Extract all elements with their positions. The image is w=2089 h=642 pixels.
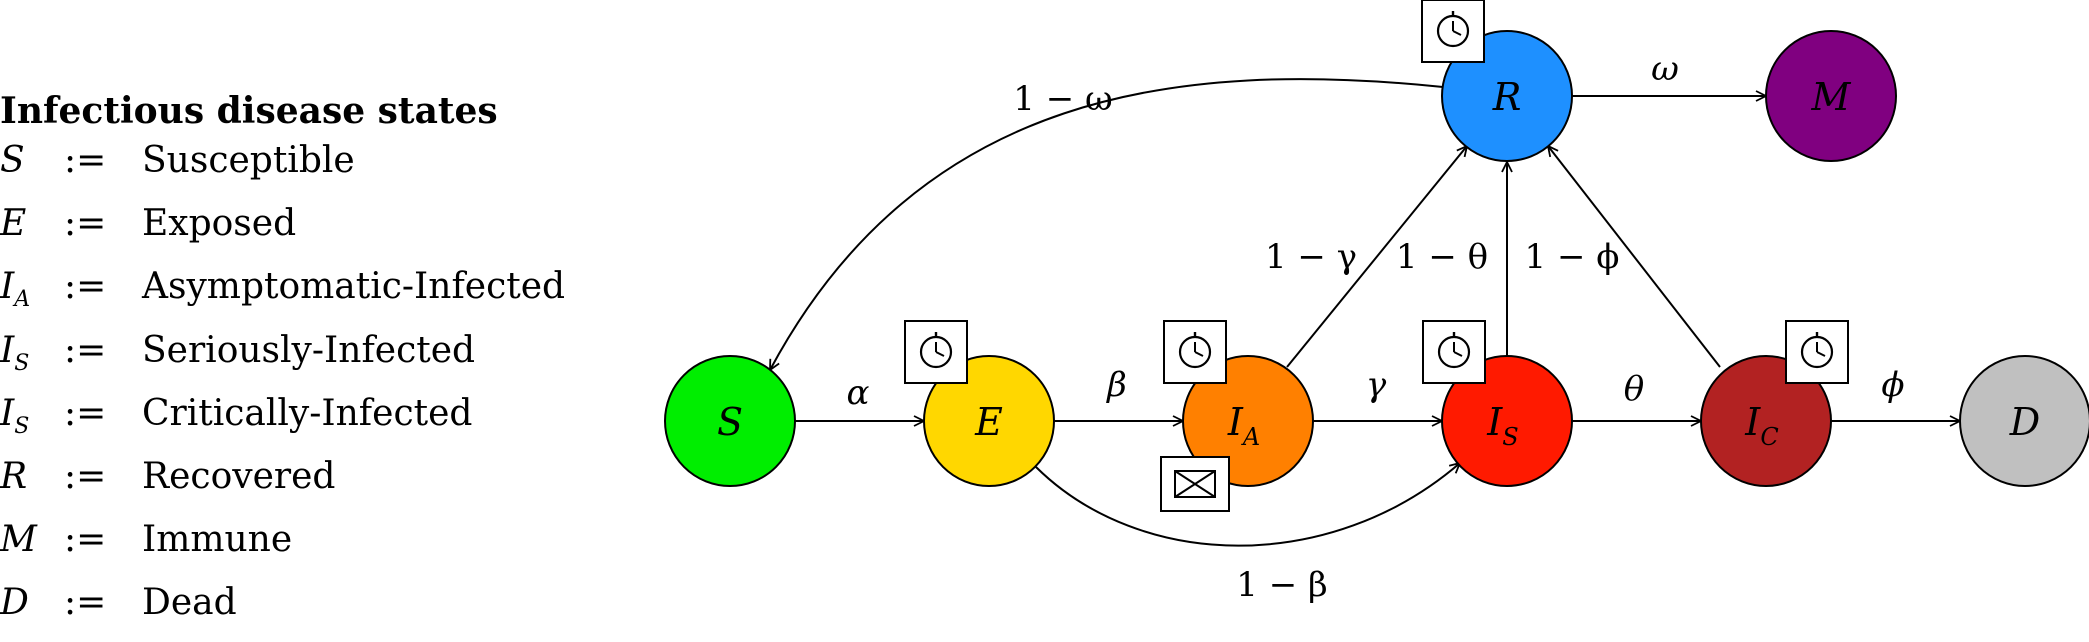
legend-label: Asymptomatic-Infected [142, 266, 566, 308]
clock-icon [903, 319, 969, 385]
node-susceptible: S [664, 355, 796, 487]
legend-item-e: E := Exposed [0, 199, 660, 262]
node-label: IS [1486, 400, 1518, 451]
legend-symbol: E [0, 203, 27, 245]
node-label: S [717, 400, 743, 444]
state-transition-diagram: S E IA IS IC D R M [664, 0, 2089, 605]
node-circle [923, 355, 1055, 487]
envelope-icon [1160, 456, 1230, 512]
legend-symbol: IS [0, 329, 30, 376]
node-critically-infected: IC [1700, 355, 1832, 487]
legend-item-ia: IA := Asymptomatic-Infected [0, 262, 660, 325]
legend-label: Critically-Infected [142, 392, 473, 434]
node-label: IA [1227, 400, 1260, 451]
label-one-minus-beta: 1 − β [1236, 565, 1327, 605]
clock-icon [1420, 0, 1486, 64]
node-label: D [2009, 400, 2040, 444]
label-beta: β [1105, 365, 1127, 405]
label-omega: ω [1651, 49, 1679, 89]
clock-icon [1421, 319, 1487, 385]
node-label: E [974, 400, 1003, 444]
legend-assign: := [64, 266, 107, 308]
label-one-minus-omega: 1 − ω [1013, 79, 1112, 119]
legend-item-ic: IS := Critically-Infected [0, 389, 660, 452]
node-exposed: E [923, 355, 1055, 487]
node-circle [664, 355, 796, 487]
legend-symbol: S [0, 140, 25, 181]
edge-e-is [1035, 463, 1460, 547]
node-label: M [1811, 75, 1852, 119]
legend-label: Susceptible [142, 140, 355, 181]
clock-icon [1162, 319, 1228, 385]
nodes: S E IA IS IC D R M [664, 30, 2089, 487]
legend-item-s: S := Susceptible [0, 136, 660, 199]
node-immune: M [1765, 30, 1897, 162]
legend-assign: := [64, 455, 107, 497]
node-asymptomatic-infected: IA [1182, 355, 1314, 487]
legend-symbol: R [0, 455, 28, 497]
legend-item-m: M := Immune [0, 515, 660, 578]
clock-icon [1784, 319, 1850, 385]
legend-item-r: R := Recovered [0, 452, 660, 515]
label-theta: θ [1624, 369, 1644, 409]
node-circle [1959, 355, 2089, 487]
node-seriously-infected: IS [1441, 355, 1573, 487]
legend-label: Immune [142, 519, 293, 561]
legend-assign: := [64, 392, 107, 434]
legend: Infectious disease states S := Susceptib… [0, 86, 660, 642]
node-circle [1441, 30, 1573, 162]
node-circle [1441, 355, 1573, 487]
legend-item-is: IS := Seriously-Infected [0, 326, 660, 389]
legend-label: Seriously-Infected [142, 329, 476, 371]
legend-title: Infectious disease states [0, 90, 498, 132]
edge-ic-r [1548, 146, 1721, 368]
node-dead: D [1959, 355, 2089, 487]
legend-assign: := [64, 203, 107, 245]
edge-r-s [770, 78, 1444, 370]
node-circle [1765, 30, 1897, 162]
label-gamma: γ [1366, 365, 1387, 405]
legend-assign: := [64, 519, 107, 561]
legend-symbol: M [0, 519, 37, 561]
label-one-minus-phi: 1 − ϕ [1525, 237, 1620, 277]
legend-symbol: IA [0, 266, 31, 313]
node-recovered: R [1441, 30, 1573, 162]
legend-assign: := [64, 140, 107, 181]
edge-labels: α β γ θ ϕ ω 1 − ω 1 − γ 1 − θ 1 − ϕ 1 − … [847, 49, 1905, 605]
label-alpha: α [847, 373, 870, 413]
legend-assign: := [64, 329, 107, 371]
legend-label: Exposed [142, 203, 297, 245]
node-label: IC [1744, 400, 1778, 451]
node-circle [1182, 355, 1314, 487]
legend-symbol: IS [0, 392, 30, 439]
label-phi: ϕ [1881, 365, 1904, 405]
node-circle [1700, 355, 1832, 487]
edge-ia-r [1286, 146, 1467, 368]
legend-label: Recovered [142, 455, 336, 497]
icons [903, 0, 1850, 512]
label-one-minus-gamma: 1 − γ [1265, 237, 1357, 277]
node-label: R [1492, 75, 1522, 119]
label-one-minus-theta: 1 − θ [1396, 237, 1488, 277]
edges [770, 78, 1960, 547]
